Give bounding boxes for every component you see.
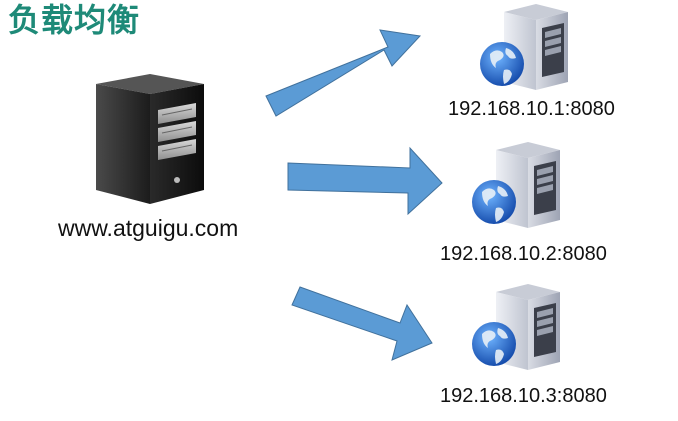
- server-2: [466, 140, 566, 236]
- tower-server-icon: [96, 74, 204, 204]
- arrow-to-server-3: [291, 286, 433, 361]
- diagram-title: 负载均衡: [8, 1, 141, 39]
- web-server-globe-icon: [472, 142, 560, 228]
- web-server-globe-icon: [480, 4, 568, 90]
- server-1-address: 192.168.10.1:8080: [448, 98, 615, 120]
- arrow-to-server-2: [287, 146, 443, 216]
- server-1: [474, 2, 574, 98]
- server-2-address: 192.168.10.2:8080: [440, 243, 607, 265]
- server-3: [466, 282, 566, 378]
- server-3-address: 192.168.10.3:8080: [440, 385, 607, 407]
- load-balancer-domain: www.atguigu.com: [58, 215, 239, 241]
- load-balancer: [92, 72, 210, 207]
- arrow-to-server-1: [265, 29, 422, 117]
- web-server-globe-icon: [472, 284, 560, 370]
